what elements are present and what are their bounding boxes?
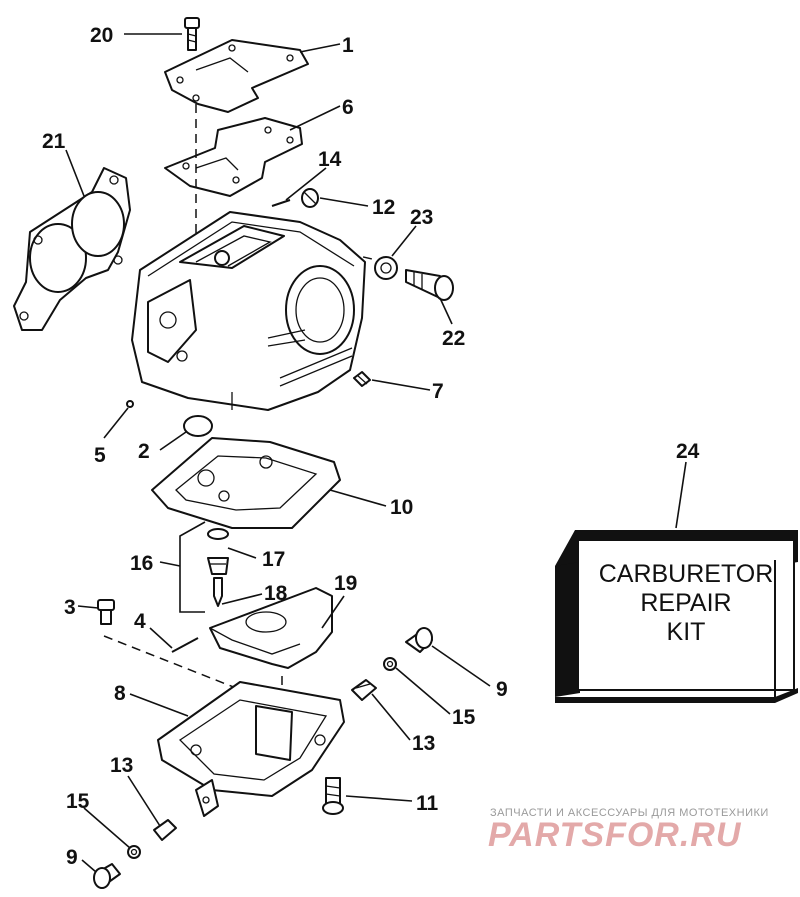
- watermark-logo: PARTSFOR.RU: [488, 816, 742, 854]
- part-19-float: [209, 587, 333, 669]
- callout-13-lower: 13: [110, 754, 133, 777]
- callout-11: 11: [416, 792, 439, 815]
- part-10-gasket: [151, 437, 341, 529]
- part-2-disc: [183, 415, 213, 437]
- callout-4: 4: [134, 610, 146, 633]
- callout-9-lower: 9: [66, 846, 78, 869]
- kit-label-line1: CARBURETOR: [599, 560, 774, 588]
- callout-6: 6: [342, 96, 354, 119]
- kit-label-line3: KIT: [667, 618, 706, 646]
- part-15-washer-lower: [127, 845, 141, 859]
- callout-22: 22: [442, 327, 465, 350]
- callout-7: 7: [432, 380, 444, 403]
- leader-lines: [65, 33, 687, 873]
- watermark-tagline: ЗАПЧАСТИ И АКСЕССУАРЫ ДЛЯ МОТОТЕХНИКИ: [490, 807, 769, 819]
- part-9-screw-lower: [93, 863, 121, 889]
- part-23-lockwasher: [374, 256, 398, 280]
- callout-9-upper: 9: [496, 678, 508, 701]
- callout-13-upper: 13: [412, 732, 435, 755]
- callout-21: 21: [42, 130, 66, 153]
- callout-16: 16: [130, 552, 153, 575]
- watermark: ЗАПЧАСТИ И АКСЕССУАРЫ ДЛЯ МОТОТЕХНИКИ PA…: [488, 807, 769, 854]
- callout-3: 3: [64, 596, 76, 619]
- callout-2: 2: [138, 440, 150, 463]
- callout-15-lower: 15: [66, 790, 90, 813]
- part-3-screw: [97, 599, 115, 625]
- part-4-pin: [171, 637, 199, 653]
- part-11-screw: [322, 777, 344, 815]
- repair-kit-box: CARBURETOR REPAIR KIT: [555, 530, 798, 703]
- part-21-gasket: [13, 167, 131, 331]
- part-6-gasket: [164, 117, 303, 197]
- kit-label-line2: REPAIR: [640, 589, 731, 617]
- part-12-plug: [301, 188, 319, 208]
- part-5-ball: [126, 400, 134, 408]
- part-18-needle: [213, 577, 223, 607]
- part-14-pin: [271, 199, 291, 207]
- callout-14: 14: [318, 148, 342, 171]
- part-17-seat: [207, 528, 229, 575]
- part-13-jet-upper: [351, 679, 377, 701]
- callout-5: 5: [94, 444, 106, 467]
- part-13-jet-lower: [153, 819, 177, 841]
- part-1-cover: [164, 39, 309, 113]
- part-15-washer-upper: [383, 657, 397, 671]
- part-22-bolt: [405, 269, 454, 301]
- callout-18: 18: [264, 582, 288, 605]
- part-20-screw: [184, 17, 200, 51]
- callout-24: 24: [676, 440, 700, 463]
- part-8-float-bowl: [157, 681, 345, 817]
- callout-8: 8: [114, 682, 126, 705]
- part-7-spring: [353, 371, 371, 387]
- part-9-screw-upper: [405, 627, 433, 653]
- callout-20: 20: [90, 24, 113, 47]
- callout-15-upper: 15: [452, 706, 476, 729]
- callout-23: 23: [410, 206, 433, 229]
- carburetor-body: [131, 211, 366, 411]
- callout-1: 1: [342, 34, 354, 57]
- callout-17: 17: [262, 548, 285, 571]
- callout-19: 19: [334, 572, 357, 595]
- callout-10: 10: [390, 496, 413, 519]
- callout-12: 12: [372, 196, 395, 219]
